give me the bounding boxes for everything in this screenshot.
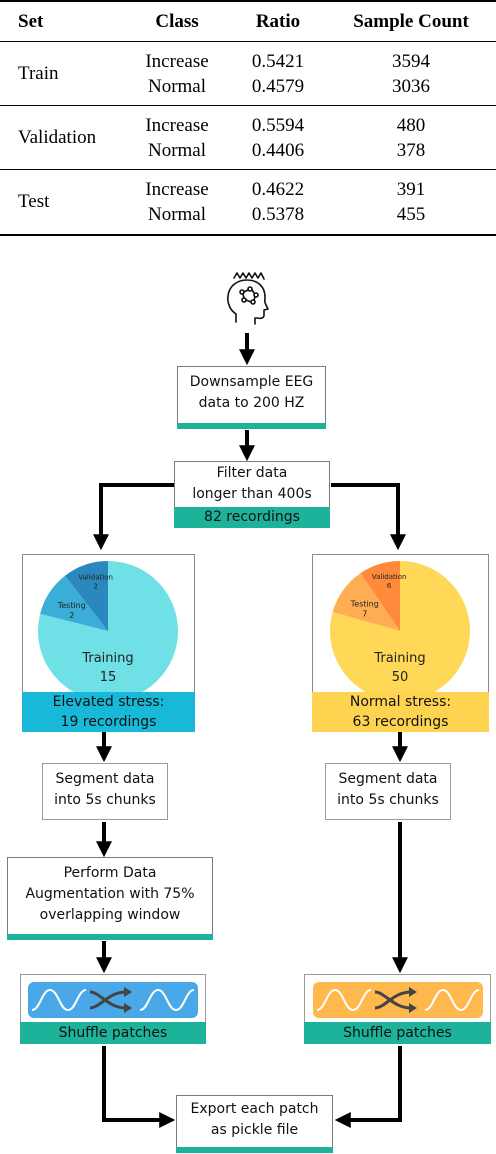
left-wave-shuffle-icon <box>28 982 198 1018</box>
table-cell: Increase <box>145 115 209 136</box>
augment-line3: overlapping window <box>39 907 181 923</box>
right-pie-validation-value: 6 <box>387 582 392 590</box>
table-cell: Increase <box>145 51 209 72</box>
right-pie-validation-label: Validation <box>372 573 407 581</box>
teal-accent-bar <box>176 1147 333 1153</box>
table-cell: Normal <box>147 140 207 161</box>
right-pie-training-label: Training <box>373 651 425 666</box>
left-segment-box: Segment data into 5s chunks <box>42 763 168 820</box>
right-segment-box: Segment data into 5s chunks <box>325 763 451 820</box>
teal-accent-bar <box>7 934 213 940</box>
step-downsample-box: Downsample EEG data to 200 HZ <box>177 366 326 429</box>
table-cell: 0.4622 <box>251 179 305 200</box>
step-filter-line1: Filter data <box>216 465 288 481</box>
normal-stress-line1: Normal stress: <box>349 694 452 710</box>
header-class: Class <box>155 11 199 32</box>
elevated-stress-label: Elevated stress: 19 recordings <box>22 692 195 732</box>
table-header-rule <box>0 41 496 42</box>
right-pie-slice-testing <box>332 573 400 631</box>
group-set-train: Train <box>18 63 59 84</box>
right-shuffle-box: Shuffle patches <box>304 974 491 1044</box>
teal-accent-bar <box>177 423 326 429</box>
table-cell: 391 <box>396 179 426 200</box>
right-pie-testing-value: 7 <box>362 610 367 619</box>
group-set-validation: Validation <box>18 127 97 148</box>
elevated-stress-line1: Elevated stress: <box>52 694 165 710</box>
table-group-rule <box>0 169 496 170</box>
header-sample-count: Sample Count <box>353 11 469 32</box>
arrow-filter-to-right <box>331 483 406 551</box>
right-segment-line2: into 5s chunks <box>337 792 439 808</box>
export-line1: Export each patch <box>190 1101 319 1117</box>
step-filter-box: Filter data longer than 400s 82 recordin… <box>174 461 330 528</box>
left-pie-validation-value: 2 <box>93 582 97 590</box>
normal-stress-label: Normal stress: 63 recordings <box>312 692 489 732</box>
left-pie-testing-value: 2 <box>69 611 74 620</box>
left-shuffle-box: Shuffle patches <box>20 974 206 1044</box>
table-cell: 378 <box>396 140 426 161</box>
table-cell: Normal <box>147 204 207 225</box>
step-downsample-line2: data to 200 HZ <box>198 395 305 411</box>
elevated-stress-line2: 19 recordings <box>60 714 157 730</box>
export-box: Export each patch as pickle file <box>176 1095 333 1153</box>
export-line2: as pickle file <box>210 1122 299 1138</box>
left-pie-slice-validation <box>65 561 108 631</box>
right-pie-testing-label: Testing <box>350 600 379 609</box>
normal-stress-line2: 63 recordings <box>352 714 449 730</box>
left-pie-validation-label: Validation <box>78 573 113 581</box>
left-segment-line1: Segment data <box>55 771 155 787</box>
table-cell: Increase <box>145 179 209 200</box>
table-cell: 0.5594 <box>251 115 305 136</box>
augment-line2: Augmentation with 75% <box>25 886 195 902</box>
arrow-right-shuffle-to-export <box>334 1046 402 1128</box>
table-cell: Normal <box>147 76 207 97</box>
augmentation-box: Perform Data Augmentation with 75% overl… <box>7 857 213 940</box>
right-shuffle-label: Shuffle patches <box>304 1022 491 1044</box>
header-set: Set <box>18 11 44 32</box>
step-filter-line2: longer than 400s <box>192 486 312 502</box>
left-pie-training-value: 15 <box>100 670 117 685</box>
table-cell: 3594 <box>392 51 430 72</box>
right-segment-line1: Segment data <box>338 771 438 787</box>
table-cell: 0.5421 <box>251 51 305 72</box>
arrow-left-shuffle-to-export <box>102 1046 176 1128</box>
table-cell: 0.5378 <box>251 204 305 225</box>
group-set-test: Test <box>18 191 50 212</box>
recordings-count-badge: 82 recordings <box>174 507 330 528</box>
right-pie-slice-validation <box>360 561 400 631</box>
table-cell: 0.4579 <box>251 76 305 97</box>
step-downsample-line1: Downsample EEG <box>189 374 314 390</box>
right-pie-training-value: 50 <box>392 670 409 685</box>
table-cell: 3036 <box>392 76 430 97</box>
arrow-filter-to-left <box>93 483 174 551</box>
left-pie-slice-training <box>38 561 178 693</box>
right-wave-shuffle-icon <box>313 982 483 1018</box>
table-cell: 455 <box>396 204 426 225</box>
left-pie-testing-label: Testing <box>57 601 86 610</box>
left-pie-slice-testing <box>40 575 108 631</box>
header-ratio: Ratio <box>255 11 301 32</box>
table-top-rule <box>0 0 496 2</box>
augment-line1: Perform Data <box>63 865 157 881</box>
brain-head-icon <box>227 272 269 325</box>
left-segment-line2: into 5s chunks <box>54 792 156 808</box>
table-group-rule <box>0 105 496 106</box>
right-pie-slice-training <box>330 561 470 693</box>
table-cell: 0.4406 <box>251 140 305 161</box>
left-pie-training-label: Training <box>81 651 133 666</box>
left-shuffle-label: Shuffle patches <box>20 1022 206 1044</box>
table-cell: 480 <box>396 115 426 136</box>
table-bottom-rule <box>0 234 496 236</box>
